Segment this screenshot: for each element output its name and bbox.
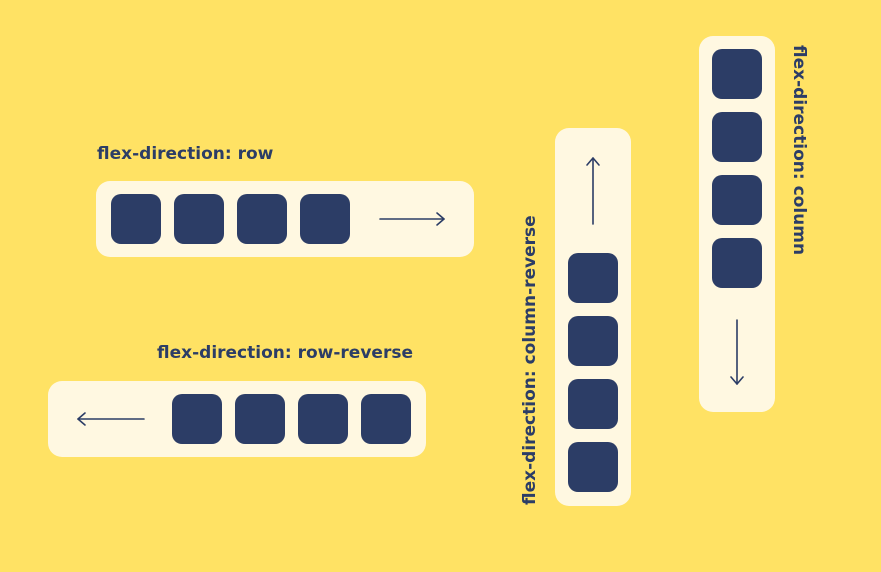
flex-item [712, 112, 762, 162]
arrow-left-icon [77, 412, 145, 426]
flex-item [174, 194, 224, 244]
flex-item [237, 194, 287, 244]
flex-item [300, 194, 350, 244]
flex-item [568, 379, 618, 429]
flex-item [712, 49, 762, 99]
row-reverse-label: flex-direction: row-reverse [157, 343, 413, 363]
row-label: flex-direction: row [97, 144, 274, 164]
flex-item [361, 394, 411, 444]
column-reverse-label: flex-direction: column-reverse [520, 215, 540, 505]
row-container [96, 181, 474, 257]
arrow-down-icon [730, 319, 744, 385]
column-label: flex-direction: column [789, 45, 809, 256]
flex-item [568, 253, 618, 303]
flex-item [568, 442, 618, 492]
flex-item [111, 194, 161, 244]
flex-item [712, 175, 762, 225]
flex-item [568, 316, 618, 366]
column-reverse-container [555, 128, 631, 506]
arrow-right-icon [379, 212, 445, 226]
flex-item [298, 394, 348, 444]
flex-item [172, 394, 222, 444]
arrow-up-icon [586, 157, 600, 225]
column-container [699, 36, 775, 412]
row-reverse-container [48, 381, 426, 457]
flex-item [235, 394, 285, 444]
flex-item [712, 238, 762, 288]
